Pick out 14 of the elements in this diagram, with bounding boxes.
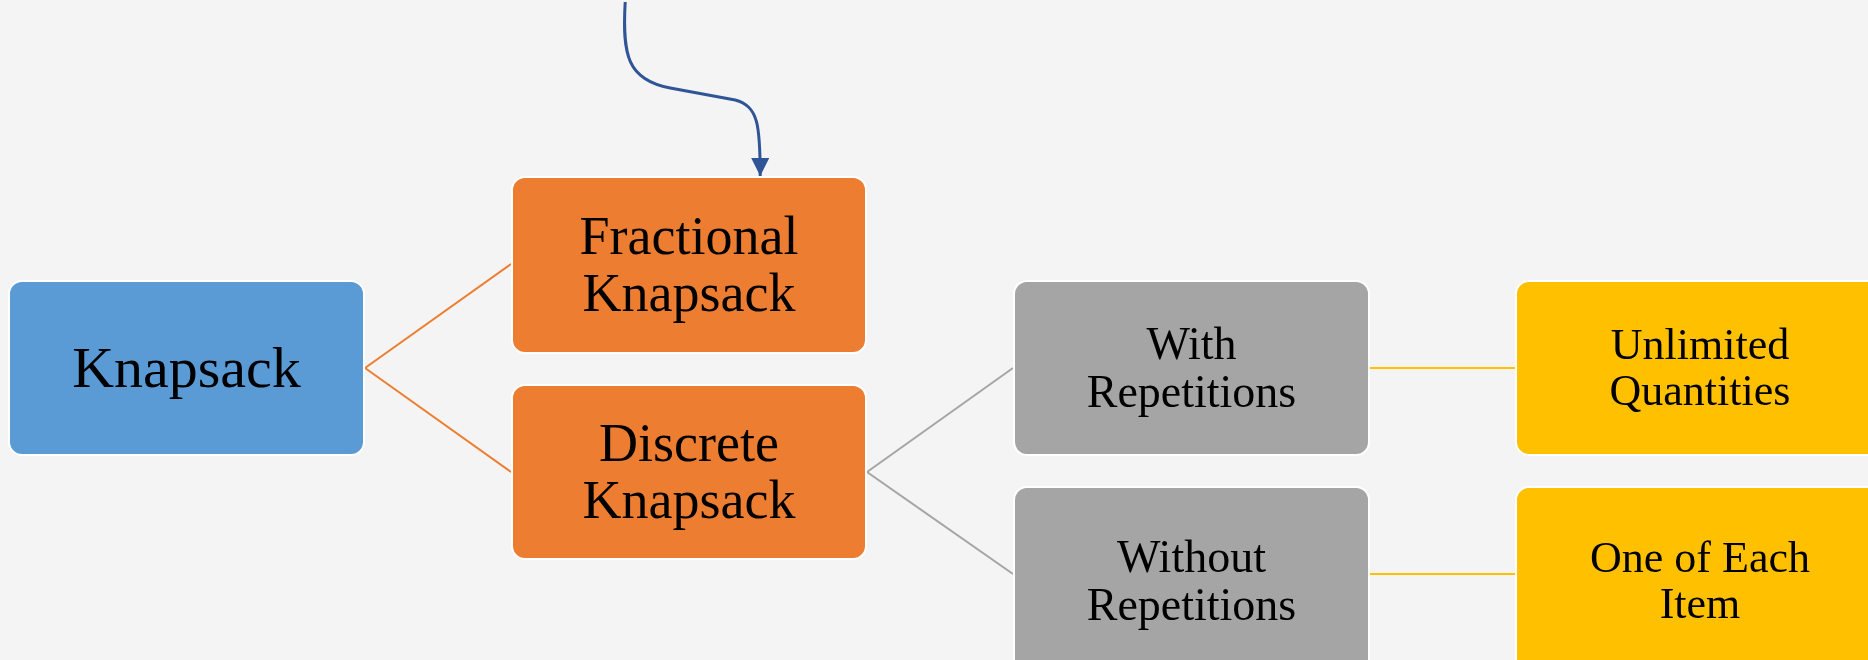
- connector-line: [1369, 573, 1516, 575]
- connector-line: [1369, 367, 1516, 369]
- case-box: Unlimited Quantities: [1515, 280, 1868, 456]
- connector-line: [866, 471, 1014, 575]
- connector-line: [364, 263, 512, 369]
- case-box: One of Each Item: [1515, 486, 1868, 660]
- connector-line: [866, 367, 1014, 473]
- connector-line: [364, 367, 512, 473]
- topic-box: Knapsack: [8, 280, 365, 456]
- category-box: Fractional Knapsack: [511, 176, 867, 354]
- category-box: Discrete Knapsack: [511, 384, 867, 560]
- variant-box: Without Repetitions: [1013, 486, 1370, 660]
- arrow: [623, 1, 770, 176]
- variant-box: With Repetitions: [1013, 280, 1370, 456]
